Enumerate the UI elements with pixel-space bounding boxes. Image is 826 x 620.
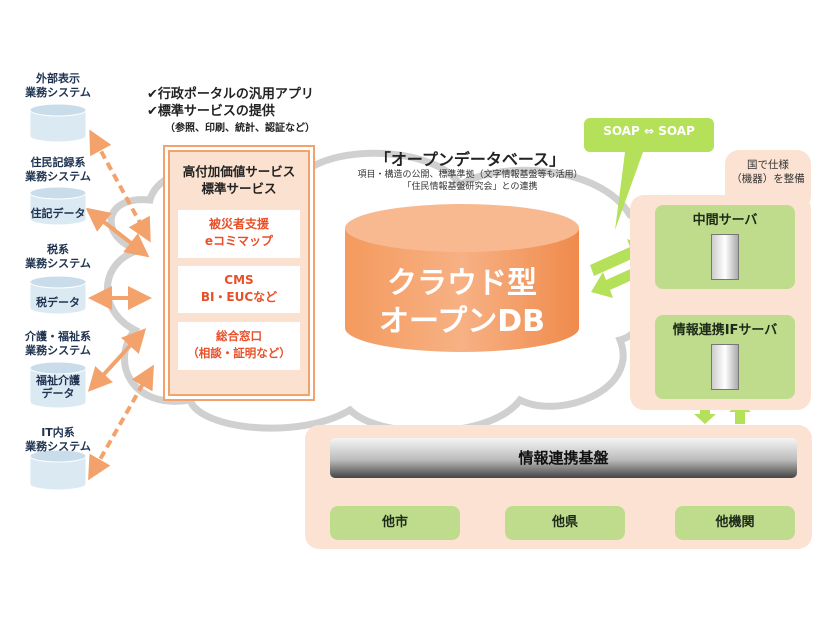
check-item: 行政ポータルの汎用アプリ — [157, 87, 314, 102]
system-label-welfare: 介護・福祉系 業務システム — [25, 330, 91, 357]
opendb-title: 「オープンデータベース」 — [374, 150, 566, 169]
check-note: （参照、印刷、統計、認証など） — [165, 123, 315, 134]
cloud-db-label: クラウド型 オープンDB — [379, 266, 545, 339]
node-prefecture: 他県 — [505, 506, 625, 540]
server-icon — [711, 344, 739, 390]
system-label-external: 外部表示 業務システム — [25, 72, 91, 99]
server-icon — [711, 234, 739, 280]
service-counter: 総合窓口 （相談・証明など） — [178, 322, 300, 370]
server1-label: 中間サーバ — [692, 213, 758, 228]
system-label-it: IT内系 業務システム — [25, 426, 91, 453]
db-label-welfare: 福祉介護 データ — [36, 374, 80, 400]
intermediate-server: 中間サーバ — [655, 205, 795, 289]
system-label-tax: 税系 業務システム — [25, 243, 91, 270]
check-icon: ✔ — [147, 87, 158, 102]
db-cylinders — [29, 103, 87, 491]
if-server: 情報連携IFサーバ — [655, 315, 795, 399]
soap-callout — [584, 118, 714, 230]
system-label-resident: 住民記録系 業務システム — [25, 156, 91, 183]
opendb-sub: 項目・構造の公開、標準準拠（文字情報基盤等も活用） 「住民情報基盤研究会」との連… — [320, 169, 620, 193]
check-item: 標準サービスの提供 — [157, 104, 275, 119]
cloud-db-cylinder — [345, 204, 579, 352]
left-arrows — [85, 129, 154, 481]
check-list: ✔行政ポータルの汎用アプリ ✔標準サービスの提供 （参照、印刷、統計、認証など） — [147, 86, 315, 137]
service-disaster: 被災者支援 eコミマップ — [178, 210, 300, 258]
services-title: 高付加価値サービス 標準サービス — [182, 164, 296, 196]
node-agency: 他機関 — [675, 506, 795, 540]
node-city: 他市 — [330, 506, 460, 540]
opendb-sub2: 「住民情報基盤研究会」との連携 — [402, 182, 538, 192]
check-icon: ✔ — [147, 104, 158, 119]
server2-label: 情報連携IFサーバ — [672, 323, 778, 338]
soap-label: SOAP ⇔ SOAP — [603, 124, 695, 138]
network-bar: 情報連携基盤 — [330, 438, 797, 478]
service-cms: CMS BI・EUCなど — [178, 266, 300, 313]
db-label-resident: 住記データ — [30, 207, 86, 220]
spec-note: 国で仕様 （機器）を整備 — [731, 159, 805, 185]
opendb-sub1: 項目・構造の公開、標準準拠（文字情報基盤等も活用） — [357, 170, 583, 180]
db-label-tax: 税データ — [36, 296, 80, 309]
